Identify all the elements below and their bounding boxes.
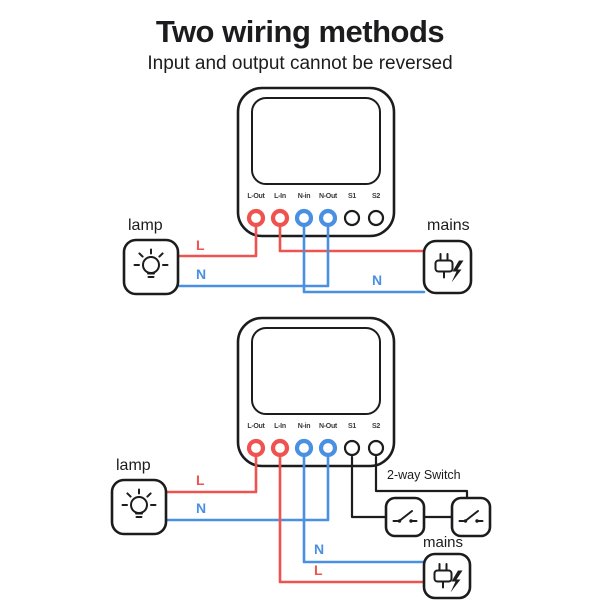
terminal-label: N-Out: [319, 193, 337, 200]
terminal-label: S1: [348, 423, 356, 430]
terminal-n-in-2: [294, 438, 314, 458]
terminal-labels-2: L-Out L-In N-in N-Out S1 S2: [244, 423, 388, 430]
wire-neutral-lamp-2: [164, 455, 330, 522]
terminal-label: S2: [372, 423, 380, 430]
neutral-label-mains-1: N: [372, 272, 383, 288]
wire-neutral-mains-1: [302, 225, 426, 294]
lamp-label-2: lamp: [116, 457, 151, 474]
wire-live-lamp-2: [164, 455, 258, 494]
neutral-label-lamp-2: N: [196, 500, 207, 516]
terminal-n-in-1: [294, 208, 314, 228]
lamp-label-1: lamp: [128, 217, 163, 234]
page-title: Two wiring methods: [155, 14, 445, 49]
terminal-s2-1: [367, 209, 385, 227]
terminal-s1-1: [343, 209, 361, 227]
wire-live-mains-1: [278, 225, 426, 253]
terminal-label: S2: [372, 193, 380, 200]
device-panel-2: [251, 327, 381, 415]
mains-icon-2: [422, 552, 472, 600]
wire-live-mains-2: [278, 455, 426, 584]
terminal-n-out-1: [318, 208, 338, 228]
neutral-label-mains-2: N: [314, 541, 325, 557]
mains-icon-1: [422, 239, 473, 295]
mains-label-2: mains: [423, 534, 464, 551]
mains-label-1: mains: [427, 217, 470, 234]
device-panel-1: [251, 97, 381, 185]
lamp-icon-2: [110, 478, 168, 536]
wire-live-lamp-1: [176, 225, 258, 258]
terminal-label: N-Out: [319, 423, 337, 430]
terminal-l-out-1: [246, 208, 266, 228]
terminal-s2-2: [367, 439, 385, 457]
neutral-label-lamp-1: N: [196, 266, 207, 282]
switch-icon-a: [384, 496, 426, 538]
wire-neutral-lamp-1: [176, 225, 330, 288]
terminal-labels-1: L-Out L-In N-in N-Out S1 S2: [244, 193, 388, 200]
terminal-s1-2: [343, 439, 361, 457]
terminal-label: N-in: [297, 193, 311, 200]
wire-s1-switch-2: [350, 455, 388, 519]
two-way-switch-label: 2-way Switch: [387, 468, 461, 482]
live-label-lamp-2: L: [196, 472, 205, 488]
terminal-n-out-2: [318, 438, 338, 458]
terminal-label: L-Out: [247, 423, 265, 430]
wire-neutral-mains-2: [302, 455, 426, 564]
switch-icon-b: [450, 496, 492, 538]
lamp-icon-1: [122, 238, 180, 296]
page-subtitle: Input and output cannot be reversed: [147, 53, 453, 74]
live-label-mains-2: L: [314, 562, 323, 578]
wire-s2-switch-2: [374, 455, 469, 500]
terminal-label: N-in: [297, 423, 311, 430]
terminal-label: L-In: [274, 193, 286, 200]
terminal-label: L-In: [274, 423, 286, 430]
terminal-l-out-2: [246, 438, 266, 458]
terminal-l-in-1: [270, 208, 290, 228]
terminal-label: S1: [348, 193, 356, 200]
live-label-lamp-1: L: [196, 237, 205, 253]
terminal-label: L-Out: [247, 193, 265, 200]
terminal-l-in-2: [270, 438, 290, 458]
